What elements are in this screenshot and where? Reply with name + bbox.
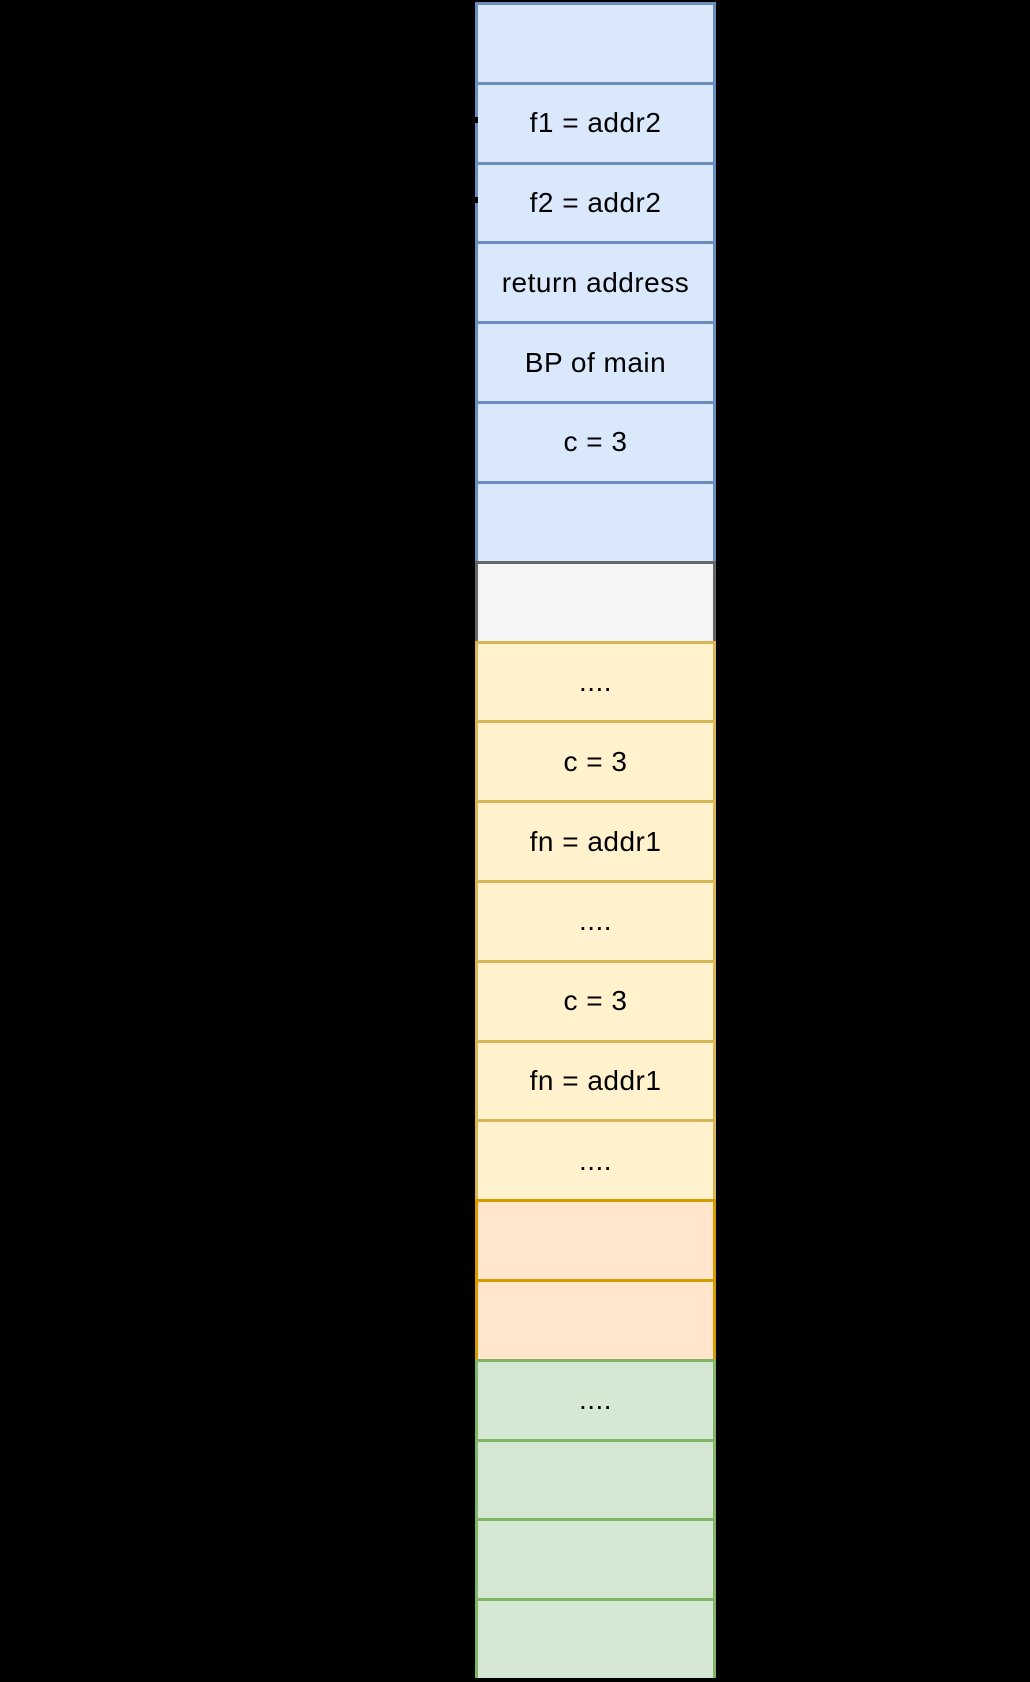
memory-cell-bp-of-main: BP of main [475, 321, 716, 402]
stack-memory-table: f1 = addr2 f2 = addr2 return address BP of … [472, 2, 716, 1679]
memory-cell-label: .... [578, 1144, 613, 1176]
memory-cell-label: f1 = addr2 [529, 107, 662, 139]
memory-cell-label: return address [501, 266, 690, 298]
memory-cell-fn-frame-1: fn = addr1 [475, 800, 716, 880]
memory-cell-f1: f1 = addr2 [475, 81, 716, 162]
memory-cell-label: .... [578, 905, 613, 937]
memory-cell-label: .... [578, 665, 613, 697]
memory-cell-blue-empty-top [475, 2, 716, 82]
memory-cell-dots-3: .... [475, 1119, 716, 1200]
memory-cell-dots-2: .... [475, 879, 716, 960]
memory-cell-label: f2 = addr2 [529, 187, 662, 219]
memory-cell-orange-empty-2 [475, 1279, 716, 1359]
memory-cell-dots-green: .... [475, 1358, 716, 1439]
memory-cell-label: c = 3 [563, 426, 628, 458]
memory-cell-orange-empty-1 [475, 1199, 716, 1279]
memory-cell-blue-empty-bottom [475, 480, 716, 561]
memory-cell-f2: f2 = addr2 [475, 161, 716, 242]
arrow-endpoint-marker-f2 [472, 197, 478, 203]
memory-cell-dots-1: .... [475, 640, 716, 721]
arrow-endpoint-marker-f1 [472, 117, 478, 123]
memory-cell-label: BP of main [524, 346, 667, 378]
memory-cell-label: fn = addr1 [529, 825, 662, 857]
memory-cell-return-address: return address [475, 241, 716, 322]
memory-cell-c-frame-1: c = 3 [475, 720, 716, 801]
memory-cell-c-main: c = 3 [475, 401, 716, 481]
memory-cell-gray-spacer [475, 560, 716, 641]
memory-cell-label: fn = addr1 [529, 1064, 662, 1096]
memory-cell-green-empty-1 [475, 1438, 716, 1519]
memory-cell-label: c = 3 [563, 985, 628, 1017]
memory-cell-c-frame-2: c = 3 [475, 959, 716, 1040]
memory-cell-fn-frame-2: fn = addr1 [475, 1039, 716, 1120]
memory-cell-label: c = 3 [563, 745, 628, 777]
memory-cell-green-empty-3 [475, 1598, 716, 1679]
memory-cell-green-empty-2 [475, 1518, 716, 1599]
memory-cell-label: .... [578, 1384, 613, 1416]
